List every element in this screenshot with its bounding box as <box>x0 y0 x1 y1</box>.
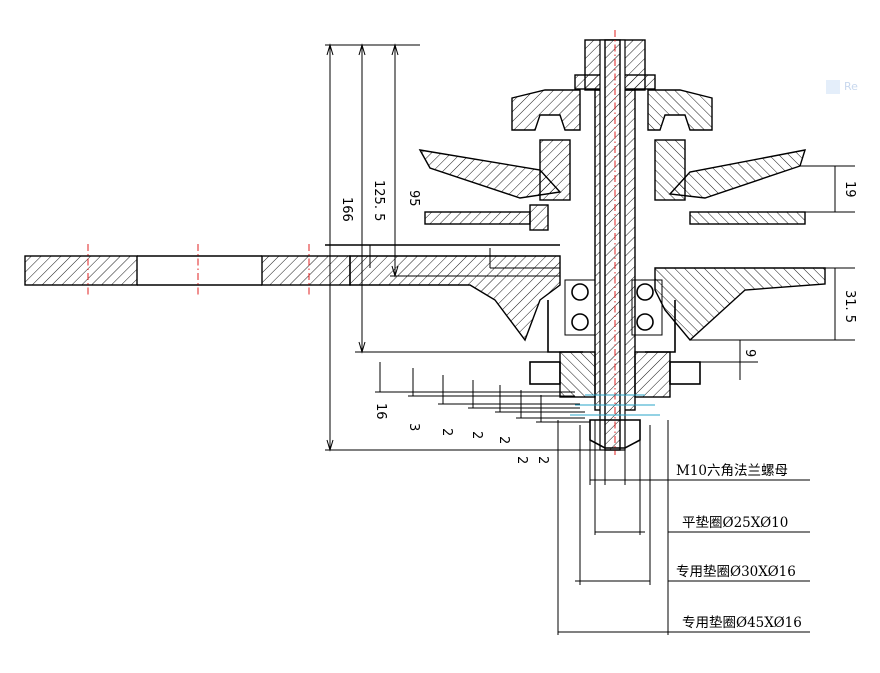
dim-9: 9 <box>742 349 757 357</box>
dim-2-d: 2 <box>514 456 529 464</box>
right-dimensions <box>690 165 855 380</box>
vertical-dimensions <box>325 43 600 452</box>
dim-19: 19 <box>842 181 857 198</box>
dim-2-a: 2 <box>439 428 454 436</box>
stacked-dimensions <box>375 362 590 423</box>
part-label-flat-washer: 平垫圈Ø25XØ10 <box>682 515 788 531</box>
faded-corner-text: Re <box>844 80 858 93</box>
central-shaft <box>529 30 701 455</box>
upper-fan <box>418 89 807 231</box>
dim-2-e: 2 <box>535 456 550 464</box>
dim-166: 166 <box>339 197 354 222</box>
bearings <box>564 279 663 336</box>
part-label-flange-nut: M10六角法兰螺母 <box>676 463 788 479</box>
flange-plate <box>24 244 351 296</box>
dim-2-b: 2 <box>469 431 484 439</box>
part-labels: M10六角法兰螺母 平垫圈Ø25XØ10 专用垫圈Ø30XØ16 专用垫圈Ø45… <box>676 463 802 631</box>
dimension-labels: 166 125. 5 95 19 31. 5 9 16 3 2 2 2 2 2 <box>339 180 857 464</box>
dim-125-5: 125. 5 <box>371 180 386 221</box>
dim-31-5: 31. 5 <box>842 290 857 323</box>
dim-2-c: 2 <box>496 436 511 444</box>
lower-hub <box>325 244 826 353</box>
part-label-special-washer-45: 专用垫圈Ø45XØ16 <box>682 615 802 631</box>
dim-95: 95 <box>406 190 421 207</box>
faded-corner-element: Re <box>826 80 880 100</box>
dim-3: 3 <box>406 423 421 431</box>
part-leaders <box>557 420 810 635</box>
faded-icon <box>826 80 840 94</box>
dim-16: 16 <box>373 403 388 420</box>
part-label-special-washer-30: 专用垫圈Ø30XØ16 <box>676 564 796 580</box>
